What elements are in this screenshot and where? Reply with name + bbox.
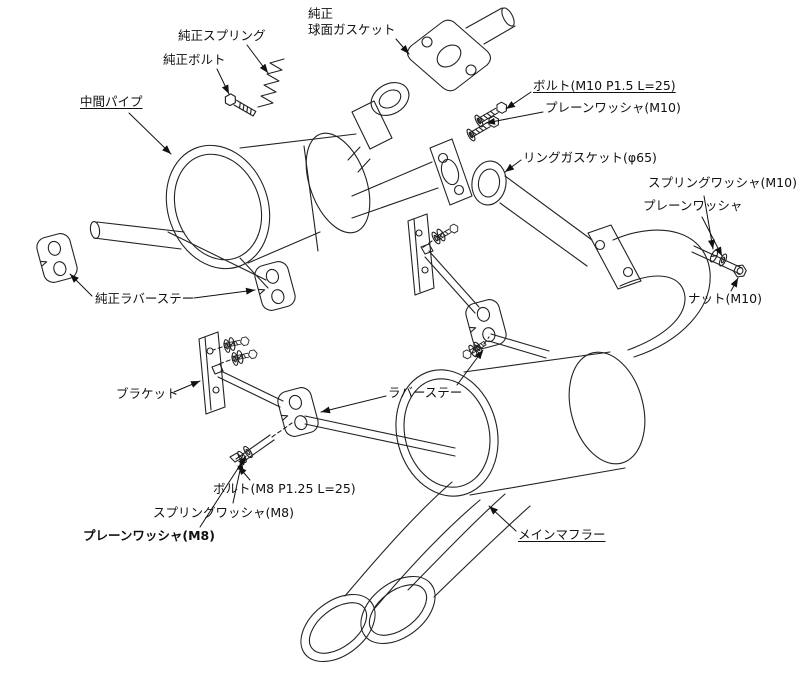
leader-plain-washer [701,216,723,257]
label-main-muffler: メインマフラー [518,527,606,542]
label-genuine-bolt: 純正ボルト [163,52,226,67]
label-bracket: ブラケット [116,386,179,401]
leader-ball-gasket [395,38,410,55]
exhaust-tip-right [360,575,436,645]
label-ring-gasket: リングガスケット(φ65) [523,150,657,165]
ball-gasket-drawing [370,82,410,116]
front-flange-drawing [406,7,516,92]
main-muffler-drawing [395,351,646,497]
leader-bracket [173,380,201,393]
leader-mid-pipe [128,112,172,155]
bracket-upper-drawing [407,213,550,361]
leader-spring-washer-m10 [703,195,715,250]
leader-rubber-stay-right [456,349,484,386]
leader-spring-washer-m8 [232,460,244,504]
exhaust-tip-left [300,593,376,663]
label-bolt-m8: ボルト(M8 P1.25 L=25) [213,481,356,496]
genuine-bolt-drawing [222,91,258,119]
label-nut-m10: ナット(M10) [688,291,762,306]
label-bolt-m10: ボルト(M10 P1.5 L=25) [533,78,676,93]
genuine-spring-drawing [257,58,285,108]
leader-genuine-spring [246,44,269,74]
bolt-m8-drawing [229,422,293,465]
tail-pipes-drawing [300,481,531,663]
bracket-left-drawing [198,331,284,415]
leader-ring-gasket [504,159,522,173]
genuine-rubber-stay-right [252,258,298,314]
ring-gasket-drawing [429,138,507,206]
label-plain-washer: プレーンワッシャ [643,198,743,213]
label-mid-pipe: 中間パイプ [80,94,143,109]
rubber-stay-center [275,384,321,440]
leader-genuine-rubber-stay-left [69,273,93,297]
hanger-rod-drawing [304,415,456,457]
label-genuine-spring: 純正スプリング [178,28,266,43]
leader-plain-washer-m10 [485,111,544,125]
nut-washer-m10-drawing [691,245,749,280]
rubber-stay-right [463,296,509,352]
label-genuine-rubber-stay: 純正ラバーステー [95,291,195,306]
label-plain-washer-m8: プレーンワッシャ(M8) [83,528,215,543]
leader-genuine-bolt [216,68,230,95]
label-spring-washer-m10: スプリングワッシャ(M10) [648,175,797,190]
leader-main-muffler [488,505,517,532]
bolt-m10-drawing [464,100,510,143]
main-pipe-drawing [499,175,711,358]
label-genuine-ball-gasket-line1: 純正 [308,6,334,21]
leader-bolt-m10 [505,91,532,110]
leader-nut-m10 [730,277,739,292]
leader-plain-washer-m8 [199,455,247,528]
label-plain-washer-m10: プレーンワッシャ(M10) [545,100,681,115]
leader-rubber-stay-left [320,395,387,414]
label-genuine-ball-gasket: 純正 球面ガスケット [308,6,396,38]
leader-genuine-rubber-stay-right [193,287,256,299]
mid-pipe-drawing [89,100,439,289]
label-genuine-ball-gasket-line2: 球面ガスケット [308,22,396,37]
label-spring-washer-m8: スプリングワッシャ(M8) [153,505,294,520]
leader-lines [69,38,739,532]
label-rubber-stay: ラバーステー [388,385,463,400]
